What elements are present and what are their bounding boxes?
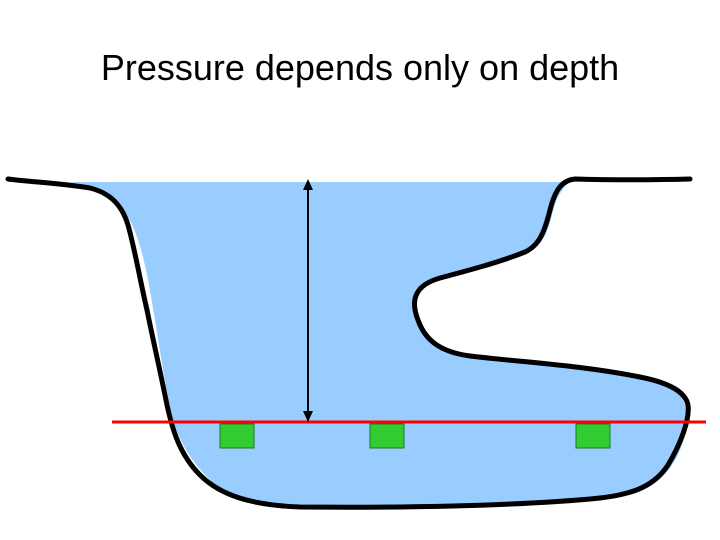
water-body <box>70 182 688 508</box>
pressure-probe-left <box>219 423 255 449</box>
arrow-head-top <box>303 179 313 190</box>
slide-title: Pressure depends only on depth <box>100 47 620 88</box>
depth-arrow <box>303 179 313 422</box>
arrow-head-bottom <box>303 411 313 422</box>
left-bank-outline <box>5 176 693 510</box>
pressure-probe-middle <box>369 423 405 449</box>
pressure-probe-right <box>575 423 611 449</box>
